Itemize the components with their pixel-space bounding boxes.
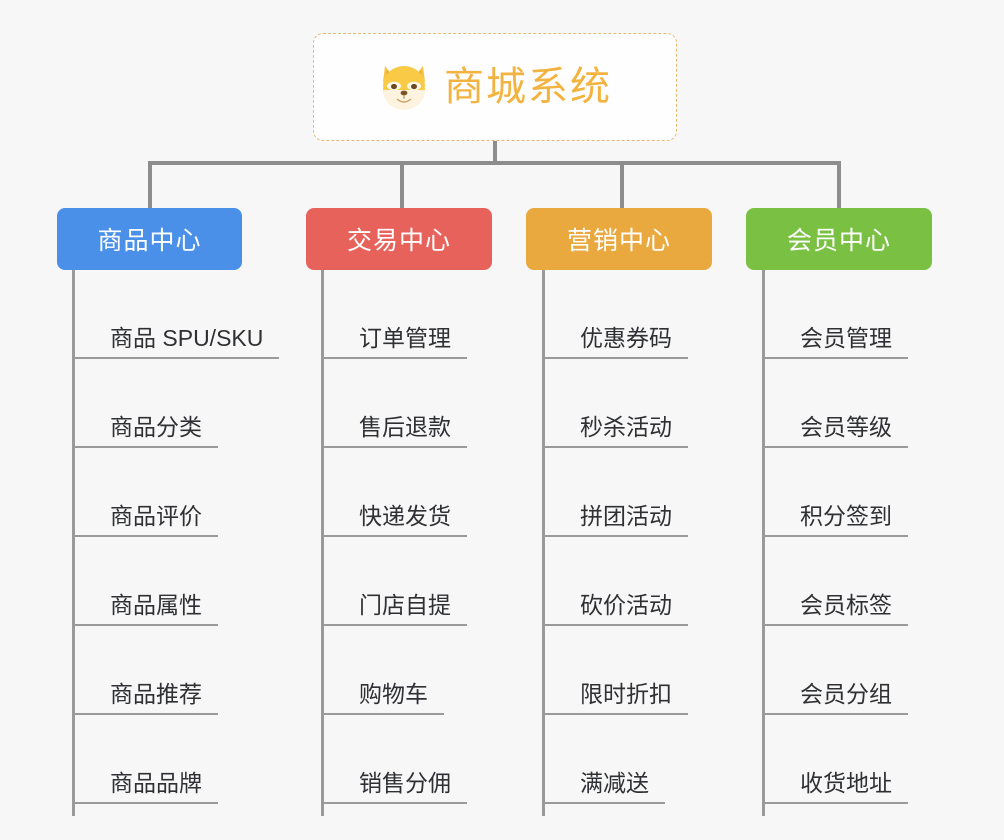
leaf-label: 商品推荐 <box>110 680 202 707</box>
connector-drop-2 <box>400 161 404 208</box>
list-item[interactable]: 会员管理 <box>762 270 908 359</box>
list-item[interactable]: 收货地址 <box>762 715 908 804</box>
leaf-label: 商品评价 <box>110 502 202 529</box>
list-item[interactable]: 拼团活动 <box>542 448 688 537</box>
list-item[interactable]: 商品评价 <box>72 448 218 537</box>
list-item[interactable]: 会员等级 <box>762 359 908 448</box>
leaf-label: 收货地址 <box>800 769 892 796</box>
list-item[interactable]: 商品分类 <box>72 359 218 448</box>
list-item[interactable]: 售后退款 <box>321 359 467 448</box>
category-label: 营销中心 <box>566 227 671 255</box>
connector-drop-3 <box>620 161 624 208</box>
list-item[interactable]: 会员标签 <box>762 537 908 626</box>
leaf-label: 销售分佣 <box>359 769 451 796</box>
category-box-4[interactable]: 会员中心 <box>746 208 932 270</box>
connector-drop-4 <box>837 161 841 208</box>
category-box-2[interactable]: 交易中心 <box>306 208 492 270</box>
branch-trunk <box>72 270 75 816</box>
branch-trunk <box>542 270 545 816</box>
list-item[interactable]: 商品推荐 <box>72 626 218 715</box>
list-item[interactable]: 满减送 <box>542 715 665 804</box>
leaf-label: 会员分组 <box>800 680 892 707</box>
connector-root-stem <box>493 141 497 163</box>
list-item[interactable]: 优惠券码 <box>542 270 688 359</box>
category-label: 商品中心 <box>97 227 202 255</box>
branch-trunk <box>762 270 765 816</box>
root-node[interactable]: 商城系统 <box>313 33 677 141</box>
leaf-label: 快递发货 <box>359 502 451 529</box>
leaf-label: 砍价活动 <box>580 591 672 618</box>
connector-bus <box>148 161 841 165</box>
leaf-label: 门店自提 <box>359 591 451 618</box>
leaf-label: 商品分类 <box>110 413 202 440</box>
connector-drop-1 <box>148 161 152 208</box>
list-item[interactable]: 秒杀活动 <box>542 359 688 448</box>
category-label: 交易中心 <box>346 227 451 255</box>
leaf-label: 商品 SPU/SKU <box>110 324 264 351</box>
leaf-label: 秒杀活动 <box>580 413 672 440</box>
leaf-label: 满减送 <box>580 769 649 796</box>
list-item[interactable]: 商品属性 <box>72 537 218 626</box>
list-item[interactable]: 门店自提 <box>321 537 467 626</box>
leaf-label: 积分签到 <box>800 502 892 529</box>
leaf-label: 售后退款 <box>359 413 451 440</box>
list-item[interactable]: 会员分组 <box>762 626 908 715</box>
category-label: 会员中心 <box>786 227 891 255</box>
list-item[interactable]: 商品品牌 <box>72 715 218 804</box>
leaf-label: 会员标签 <box>800 591 892 618</box>
leaf-label: 拼团活动 <box>580 502 672 529</box>
list-item[interactable]: 销售分佣 <box>321 715 467 804</box>
leaf-label: 限时折扣 <box>580 680 672 707</box>
list-item[interactable]: 订单管理 <box>321 270 467 359</box>
list-item[interactable]: 商品 SPU/SKU <box>72 270 280 359</box>
category-box-1[interactable]: 商品中心 <box>57 208 242 270</box>
category-box-3[interactable]: 营销中心 <box>526 208 712 270</box>
list-item[interactable]: 快递发货 <box>321 448 467 537</box>
list-item[interactable]: 积分签到 <box>762 448 908 537</box>
leaf-label: 会员等级 <box>800 413 892 440</box>
root-title: 商城系统 <box>444 65 612 109</box>
leaf-label: 优惠券码 <box>580 324 672 351</box>
list-item[interactable]: 砍价活动 <box>542 537 688 626</box>
leaf-label: 商品属性 <box>110 591 202 618</box>
leaf-label: 订单管理 <box>359 324 451 351</box>
list-item[interactable]: 购物车 <box>321 626 444 715</box>
leaf-label: 会员管理 <box>800 324 892 351</box>
leaf-label: 商品品牌 <box>110 769 202 796</box>
list-item[interactable]: 限时折扣 <box>542 626 688 715</box>
branch-trunk <box>321 270 324 816</box>
leaf-label: 购物车 <box>359 680 428 707</box>
shiba-dog-icon <box>378 62 430 112</box>
